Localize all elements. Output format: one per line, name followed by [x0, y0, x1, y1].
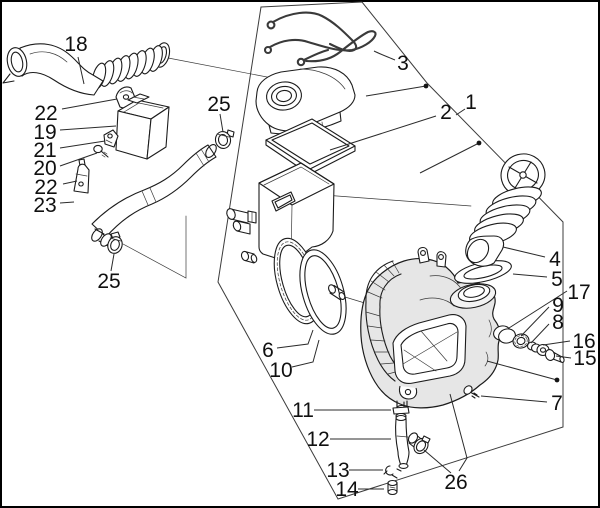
callout-15: 15	[573, 347, 596, 370]
callout-4: 4	[549, 248, 561, 271]
callout-25-b: 25	[97, 270, 120, 293]
breather-hose-drawing	[91, 143, 217, 238]
drain-cap-drawing	[387, 479, 398, 496]
drain-hose-drawing	[395, 414, 410, 469]
screw-7-drawing	[463, 385, 480, 399]
bracket-small-drawing	[103, 129, 119, 148]
callout-2: 2	[440, 101, 452, 124]
case-nub-drawing	[240, 250, 258, 264]
callout-12: 12	[306, 428, 329, 451]
leader-lines	[59, 50, 572, 490]
callout-9: 9	[552, 294, 564, 317]
callout-11: 11	[292, 399, 314, 422]
callout-10: 10	[269, 359, 292, 382]
callout-19: 19	[33, 121, 56, 144]
callout-14: 14	[335, 478, 359, 501]
callout-13: 13	[326, 459, 349, 482]
callout-5: 5	[551, 268, 563, 291]
callout-22-b: 22	[34, 176, 57, 199]
callout-23: 23	[33, 194, 56, 217]
assembly-frame-outline	[217, 1, 564, 500]
gasket-flat-drawing	[454, 260, 512, 284]
callout-1: 1	[465, 91, 477, 114]
callout-26: 26	[444, 471, 467, 494]
callout-8: 8	[552, 311, 564, 334]
callout-18: 18	[64, 33, 87, 56]
air-cleaner-housing-drawing	[360, 247, 501, 412]
screw-20-drawing	[93, 144, 109, 158]
breather-fitting-26-drawing	[407, 432, 431, 455]
case-fitting-drawing	[226, 208, 257, 235]
callout-21: 21	[33, 139, 56, 162]
retaining-wire-clip-drawing	[263, 11, 377, 67]
intake-bellows-drawing	[465, 153, 546, 267]
callout-25-a: 25	[207, 93, 230, 116]
callout-7: 7	[551, 392, 563, 415]
washer-stack-drawing	[493, 325, 550, 357]
intake-hose-drawing	[2, 42, 171, 96]
hose-clamp-upper-drawing	[214, 129, 235, 150]
drain-clip-drawing	[383, 465, 402, 479]
callout-3: 3	[397, 52, 409, 75]
callout-labels: 18 22 19 21 20 22 23 25 25 3 2 1 4 5 17 …	[33, 33, 596, 501]
callout-17: 17	[567, 281, 590, 304]
callout-20: 20	[33, 157, 56, 180]
resonator-box-drawing	[115, 93, 170, 160]
stud-bolt-drawing	[328, 284, 346, 301]
bracket-lower-drawing	[73, 158, 90, 194]
hose-clamp-lower-drawing	[107, 231, 123, 254]
callout-22-a: 22	[34, 102, 57, 125]
gasket-ring-drawing	[299, 249, 347, 335]
callout-6: 6	[262, 339, 274, 362]
callout-16: 16	[572, 330, 595, 353]
